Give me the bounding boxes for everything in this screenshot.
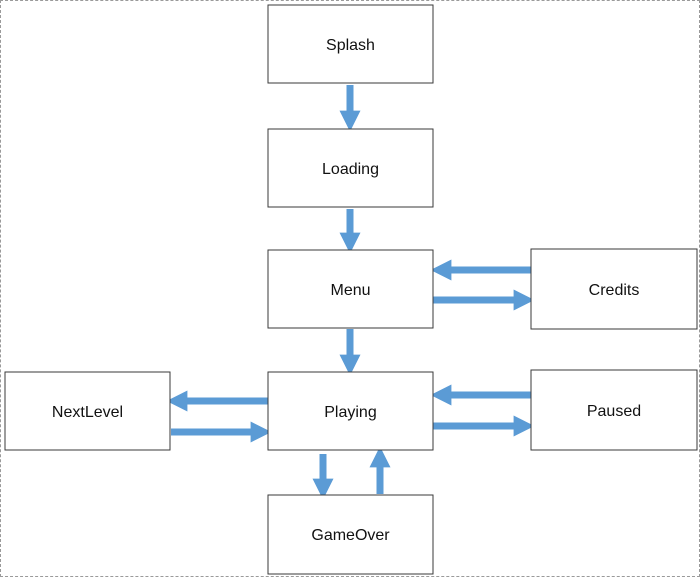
node-loading: Loading xyxy=(267,128,434,208)
node-paused: Paused xyxy=(530,369,698,451)
edges-layer xyxy=(166,85,535,500)
node-credits-label: Credits xyxy=(589,282,640,299)
node-loading-label: Loading xyxy=(322,161,379,178)
node-splash-label: Splash xyxy=(326,37,375,54)
node-gameover: GameOver xyxy=(267,494,434,575)
node-nextlevel-label: NextLevel xyxy=(52,404,123,421)
node-playing-label: Playing xyxy=(324,404,376,421)
node-gameover-label: GameOver xyxy=(311,527,390,544)
node-menu: Menu xyxy=(267,249,434,329)
node-menu-label: Menu xyxy=(330,282,370,299)
node-splash: Splash xyxy=(267,4,434,84)
node-credits: Credits xyxy=(530,248,698,330)
node-nextlevel: NextLevel xyxy=(4,371,171,451)
node-playing: Playing xyxy=(267,371,434,451)
node-paused-label: Paused xyxy=(587,403,641,420)
